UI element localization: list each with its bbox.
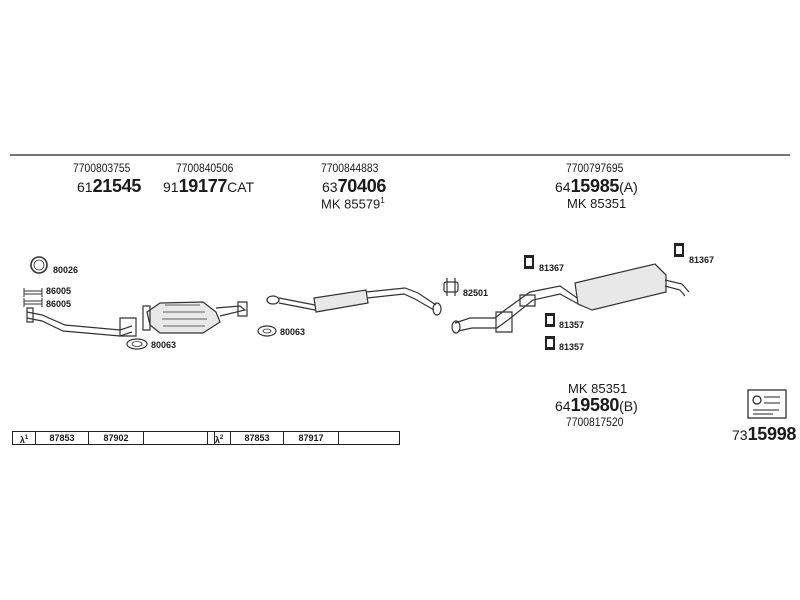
gasket-ring bbox=[126, 338, 148, 350]
ref-cell: 87902 bbox=[89, 432, 144, 444]
lambda-cell: λ2 bbox=[208, 432, 231, 445]
part-label: 80026 bbox=[53, 265, 79, 275]
ref-cell bbox=[144, 432, 214, 444]
part-label: 81357 bbox=[559, 320, 585, 330]
kit-main: 15998 bbox=[747, 424, 797, 444]
part-prefix: 63 bbox=[322, 179, 338, 195]
lambda-ref-table-2: λ2 87853 87917 bbox=[207, 431, 400, 445]
lambda-symbol: λ bbox=[214, 435, 220, 445]
oem-number: 7700803755 bbox=[73, 161, 131, 175]
lambda-cell: λ1 bbox=[13, 432, 36, 445]
part-label: 81367 bbox=[539, 263, 565, 273]
part-label: 82501 bbox=[463, 288, 489, 298]
part-main: 21545 bbox=[92, 176, 142, 196]
mount-icons bbox=[524, 243, 684, 350]
kit-number: 7315998 bbox=[732, 424, 796, 445]
gasket-ring bbox=[257, 325, 277, 337]
ref-cell: 87917 bbox=[284, 432, 339, 444]
part-suffix: CAT bbox=[227, 179, 255, 195]
part-prefix: 64 bbox=[555, 398, 571, 414]
part-label: 86005 bbox=[46, 286, 72, 296]
part-suffix: (B) bbox=[619, 398, 638, 414]
part-label: 86005 bbox=[46, 299, 72, 309]
oem-number: 7700840506 bbox=[176, 161, 234, 175]
rubber-hanger bbox=[443, 278, 459, 296]
part-main: 19177 bbox=[178, 176, 228, 196]
kit-box-icon bbox=[747, 389, 787, 419]
part-suffix: (A) bbox=[619, 179, 638, 195]
mk-superscript: 1 bbox=[380, 196, 385, 205]
clamp-ring bbox=[30, 256, 48, 274]
part-main: 70406 bbox=[337, 176, 387, 196]
lambda-sup: 2 bbox=[219, 435, 224, 441]
part-number: 6121545 bbox=[77, 176, 141, 197]
front-pipe bbox=[26, 307, 137, 337]
mk-number: MK 855791 bbox=[321, 196, 385, 211]
lambda-ref-table-1: λ1 87853 87902 bbox=[12, 431, 215, 445]
oem-number: 7700797695 bbox=[566, 161, 624, 175]
center-pipe bbox=[266, 287, 442, 316]
oem-number: 7700844883 bbox=[321, 161, 379, 175]
mk-number: MK 85351 bbox=[568, 381, 628, 396]
mk-number: MK 85351 bbox=[567, 196, 627, 211]
part-main: 15985 bbox=[570, 176, 620, 196]
part-number: 9119177CAT bbox=[163, 176, 254, 197]
kit-prefix: 73 bbox=[732, 427, 748, 443]
part-prefix: 91 bbox=[163, 179, 179, 195]
mk-text: MK 85579 bbox=[321, 196, 381, 212]
part-prefix: 61 bbox=[77, 179, 93, 195]
rear-muffler bbox=[451, 263, 690, 334]
part-label: 80063 bbox=[151, 340, 177, 350]
part-label: 81357 bbox=[559, 342, 585, 352]
lambda-symbol: λ bbox=[19, 435, 25, 445]
ref-cell: 87853 bbox=[36, 432, 89, 444]
oem-number: 7700817520 bbox=[566, 415, 624, 429]
part-number: 6370406 bbox=[322, 176, 386, 197]
lambda-sup: 1 bbox=[24, 435, 29, 441]
part-label: 81367 bbox=[689, 255, 715, 265]
spring-bolts bbox=[23, 288, 43, 307]
part-prefix: 64 bbox=[555, 179, 571, 195]
part-label: 80063 bbox=[280, 327, 306, 337]
part-number: 6415985(A) bbox=[555, 176, 638, 197]
catalytic-converter bbox=[142, 301, 248, 334]
ref-cell bbox=[339, 432, 399, 444]
ref-cell: 87853 bbox=[231, 432, 284, 444]
part-main: 19580 bbox=[570, 395, 620, 415]
part-number: 6419580(B) bbox=[555, 395, 638, 416]
